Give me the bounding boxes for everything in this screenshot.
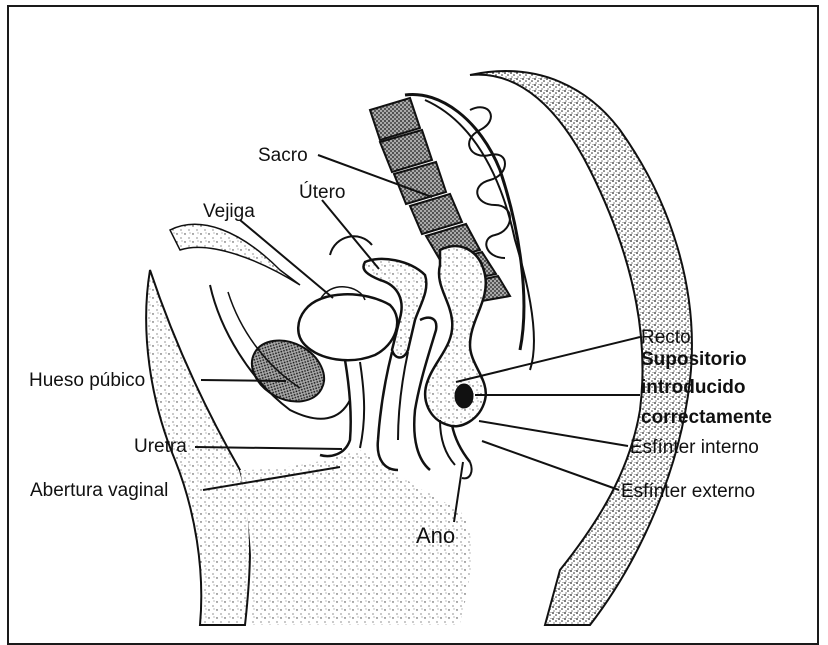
label-supositorio-1: Supositorio (641, 350, 747, 369)
pelvis-illustration (0, 0, 828, 630)
label-recto: Recto (641, 328, 691, 347)
bladder (298, 294, 397, 360)
vaginal-canal (378, 352, 398, 470)
label-hueso-pubico: Hueso púbico (29, 371, 145, 390)
label-sacro: Sacro (258, 146, 308, 165)
label-ano: Ano (416, 525, 455, 547)
label-esfinter-interno: Esfínter interno (630, 438, 759, 457)
suppository (455, 384, 473, 408)
label-uretra: Uretra (134, 437, 187, 456)
label-abertura-vaginal: Abertura vaginal (30, 481, 168, 500)
label-esfinter-externo: Esfínter externo (621, 482, 755, 501)
label-supositorio-3: correctamente (641, 408, 772, 427)
label-utero: Útero (299, 183, 345, 202)
label-supositorio-2: introducido (641, 378, 745, 397)
label-vejiga: Vejiga (203, 202, 255, 221)
